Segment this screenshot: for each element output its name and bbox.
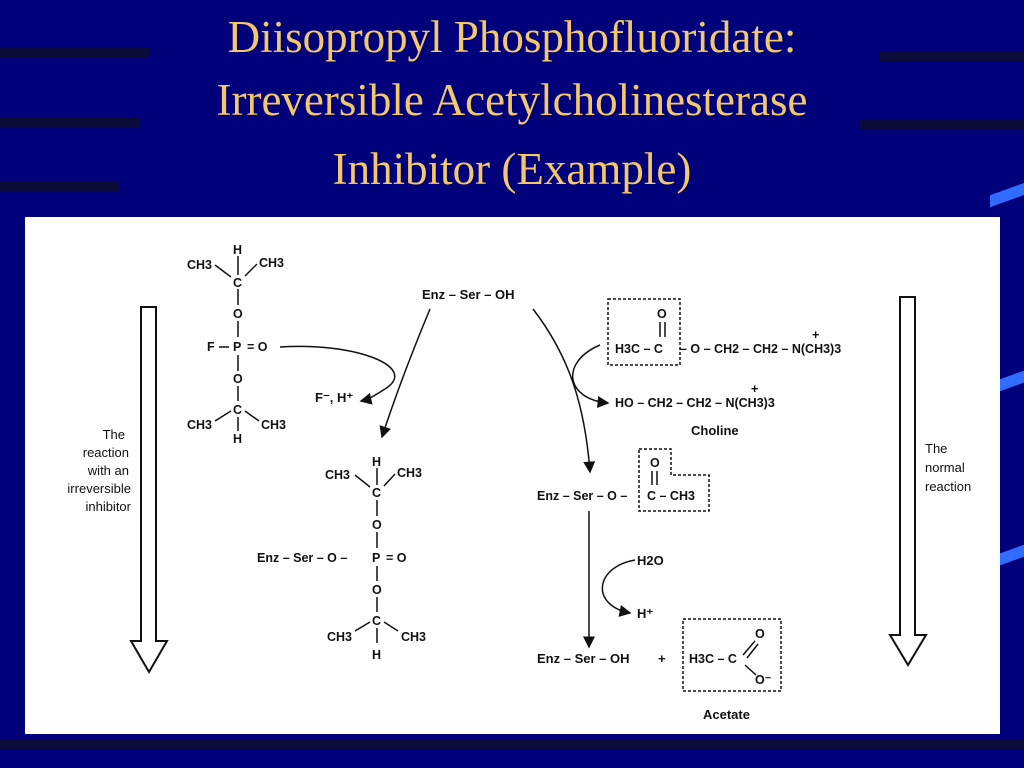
svg-text:+: + [812,328,819,342]
svg-text:= O: = O [386,551,407,565]
svg-text:O⁻: O⁻ [755,673,772,687]
svg-text:= O: = O [247,340,268,354]
acetylcholine-structure: O H3C – C – O – CH2 – CH2 – N(CH3)3 + [607,298,841,366]
svg-text:CH3: CH3 [401,630,426,644]
left-arrow-label: The reaction with an irreversible inhibi… [67,427,131,514]
acylation-arrow [532,308,596,474]
svg-text:P: P [372,551,380,565]
svg-text:C: C [372,614,381,628]
svg-text:H: H [233,432,242,446]
svg-text:C: C [233,403,242,417]
dfp-structure: H CH3 CH3 C O F P = O O C CH3 CH3 H [187,243,286,446]
background-stripe [0,48,150,58]
svg-text:normal: normal [925,460,965,475]
svg-text:CH3: CH3 [397,466,422,480]
reaction-diagram: The reaction with an irreversible inhibi… [67,243,971,722]
regenerated-enzyme: Enz – Ser – OH [537,651,629,666]
svg-text:CH3: CH3 [327,630,352,644]
svg-text:CH3: CH3 [259,256,284,270]
svg-text:H3C – C: H3C – C [689,652,737,666]
svg-text:O: O [657,307,667,321]
irreversible-reaction-arrow [129,306,169,674]
svg-text:CH3: CH3 [187,418,212,432]
svg-text:+: + [751,382,758,396]
svg-text:reaction: reaction [83,445,129,460]
svg-text:reaction: reaction [925,479,971,494]
svg-text:H: H [233,243,242,257]
svg-text:O: O [233,307,243,321]
svg-text:O: O [755,627,765,641]
right-arrow-label: The normal reaction [925,441,971,494]
normal-reaction-arrow [888,296,928,667]
water-proton-arrow [601,559,636,617]
svg-text:O: O [233,372,243,386]
inhibition-arrow [379,308,431,439]
water-label: H2O [637,553,664,568]
title-line: Diisopropyl Phosphofluoridate: [227,12,797,62]
acyl-enzyme-structure: O Enz – Ser – O – C – CH3 [537,448,710,512]
inhibited-enzyme-structure: H CH3 CH3 C O Enz – Ser – O – P = O O C … [257,455,426,662]
svg-text:F: F [207,340,215,354]
svg-text:H3C – C: H3C – C [615,342,663,356]
background-stripe [0,182,120,192]
choline-structure: HO – CH2 – CH2 – N(CH3)3 + [615,382,775,410]
svg-text:irreversible: irreversible [67,481,131,496]
title-line: Inhibitor (Example) [332,144,692,194]
svg-text:– O – CH2 – CH2 – N(CH3)3: – O – CH2 – CH2 – N(CH3)3 [680,342,841,356]
svg-text:O: O [372,518,382,532]
background-accent [1000,364,1024,392]
svg-text:P: P [233,340,241,354]
svg-text:H: H [372,648,381,662]
svg-text:CH3: CH3 [261,418,286,432]
released-ions: F⁻, H⁺ [315,390,353,405]
svg-text:HO – CH2 – CH2 – N(CH3)3: HO – CH2 – CH2 – N(CH3)3 [615,396,775,410]
choline-label: Choline [691,423,739,438]
svg-text:Enz – Ser – O –: Enz – Ser – O – [537,489,627,503]
svg-text:H: H [372,455,381,469]
svg-text:Enz – Ser – O –: Enz – Ser – O – [257,551,347,565]
background-stripe [0,118,140,128]
acetate-label: Acetate [703,707,750,722]
reaction-figure: The reaction with an irreversible inhibi… [25,217,1000,734]
svg-text:inhibitor: inhibitor [85,499,131,514]
title-line: Irreversible Acetylcholinesterase [216,75,808,125]
svg-text:CH3: CH3 [187,258,212,272]
svg-text:The: The [103,427,125,442]
plus-sign: + [658,651,666,666]
svg-text:O: O [650,456,660,470]
svg-text:with an: with an [87,463,129,478]
enzyme-ser-oh: Enz – Ser – OH [422,287,514,302]
fluoride-release-arrow [279,345,396,405]
background-stripe [860,120,1024,130]
background-stripe [0,740,1024,750]
acetate-structure: O H3C – C O⁻ [682,618,782,692]
background-stripe [880,52,1024,62]
svg-text:C – CH3: C – CH3 [647,489,695,503]
proton-label: H⁺ [637,606,653,621]
svg-text:The: The [925,441,947,456]
choline-release-arrow [572,344,610,408]
svg-text:O: O [372,583,382,597]
svg-text:C: C [233,276,242,290]
svg-text:CH3: CH3 [325,468,350,482]
svg-text:C: C [372,486,381,500]
slide-title: Diisopropyl Phosphofluoridate: Irreversi… [0,6,1024,201]
